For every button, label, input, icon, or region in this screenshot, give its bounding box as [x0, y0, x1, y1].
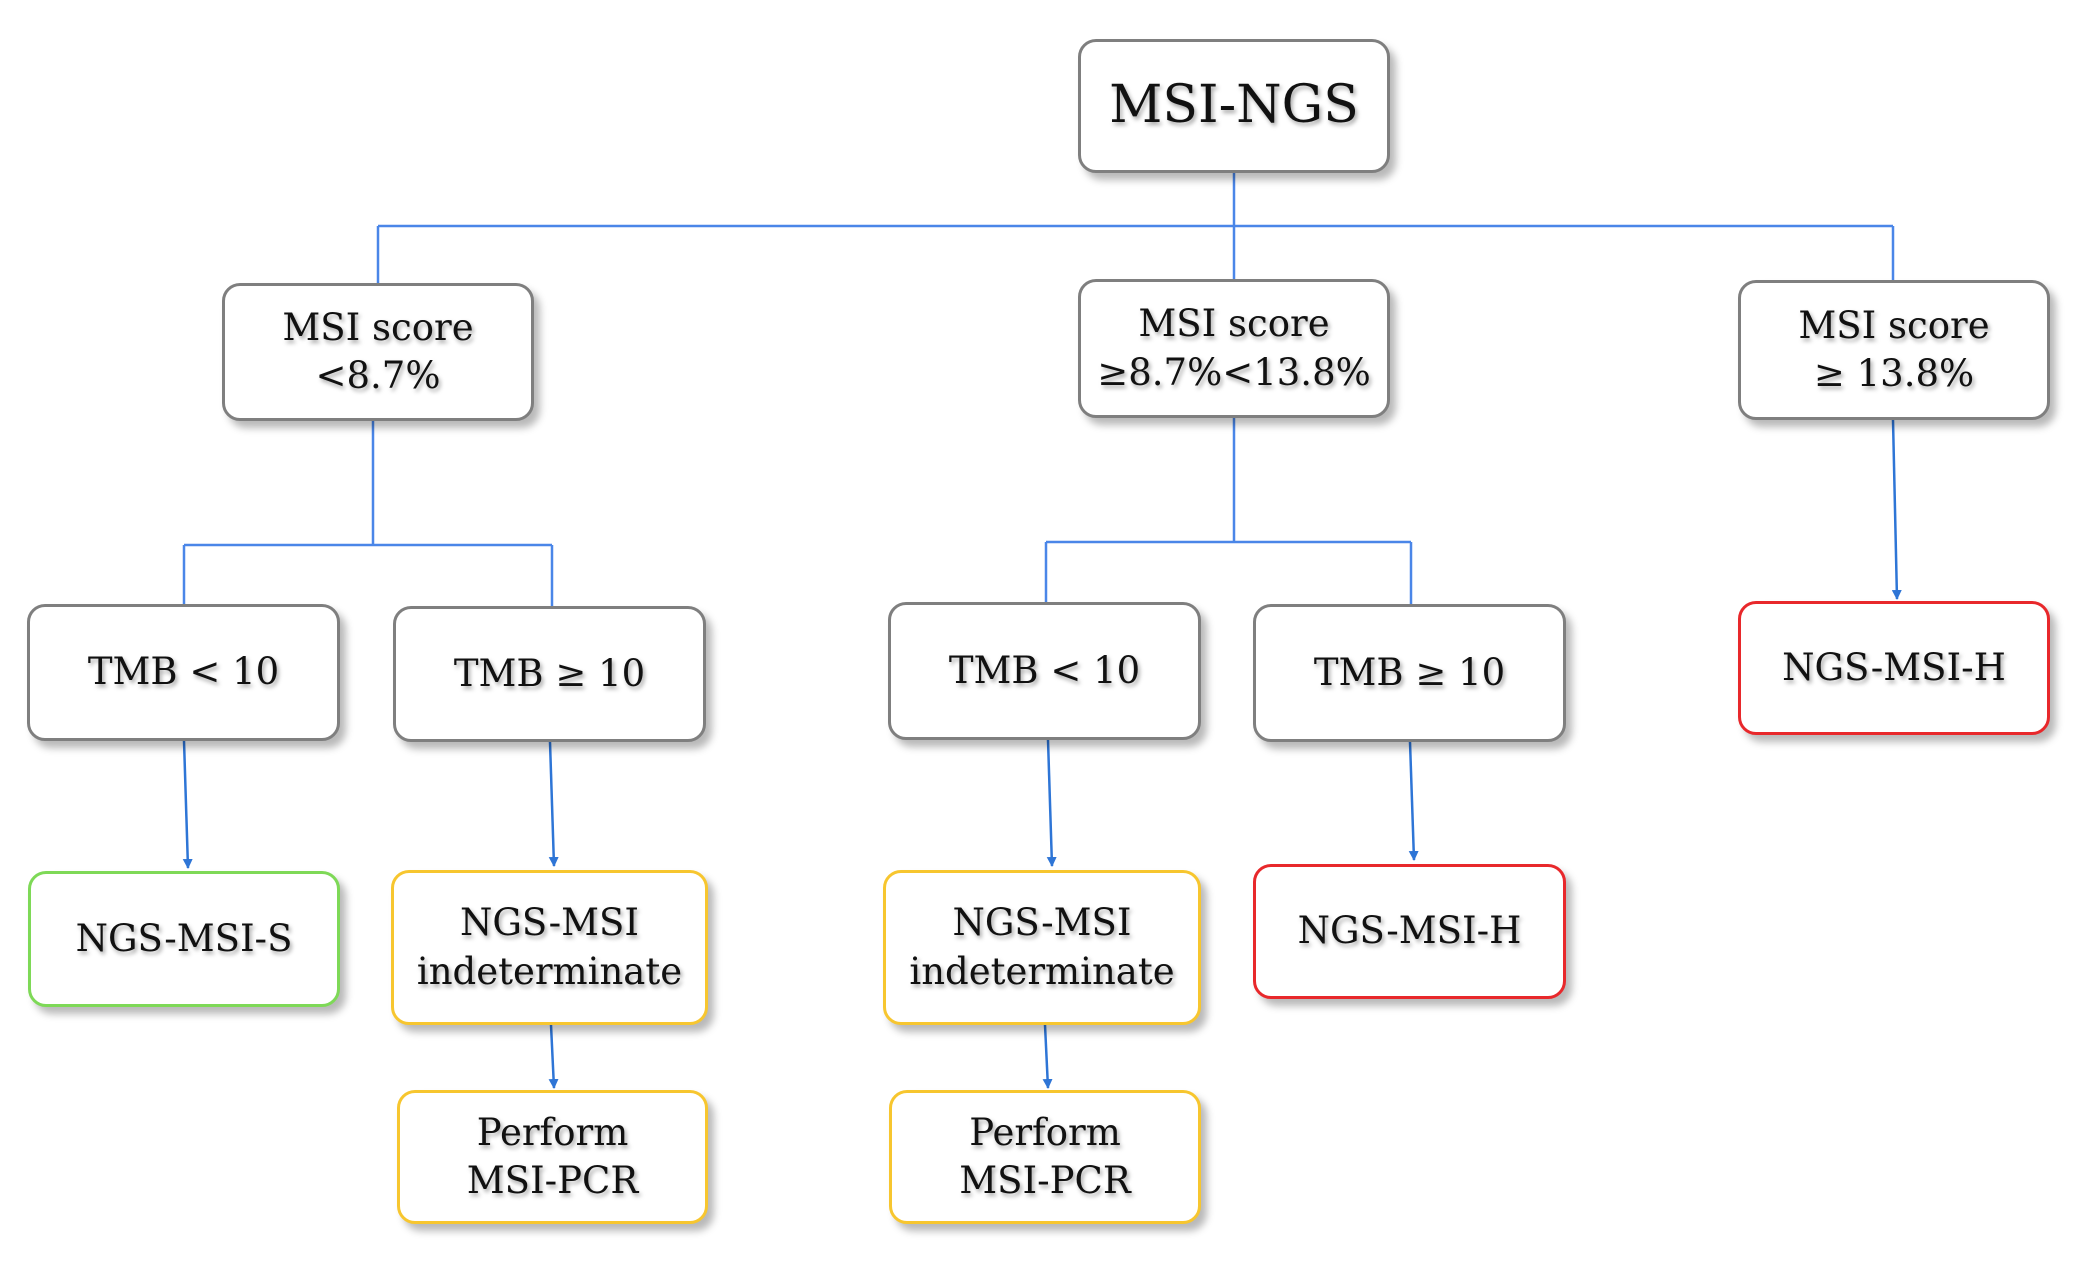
- msi-ngs-root-node: MSI-NGS: [1078, 39, 1390, 173]
- arrow-tmb-low-b-to-indeterminate: [1046, 739, 1057, 867]
- msi-score-high-node: MSI score ≥ 13.8%: [1738, 280, 2050, 420]
- arrow-tmb-low-a-to-msi-s: [182, 740, 193, 869]
- node-label: TMB ≥ 10: [1313, 650, 1506, 694]
- arrow-score-high-to-msi-h: [1891, 419, 1902, 600]
- tmb-high-node-a: TMB ≥ 10: [393, 606, 706, 742]
- ngs-msi-indeterminate-node-b: NGS-MSI indeterminate: [883, 870, 1201, 1025]
- tmb-high-node-b: TMB ≥ 10: [1253, 604, 1566, 742]
- node-label: NGS-MSI-H: [1297, 909, 1522, 953]
- node-label: Perform: [476, 1110, 629, 1154]
- node-threshold: ≥8.7%<13.8%: [1097, 350, 1371, 394]
- ngs-msi-high-node-b: NGS-MSI-H: [1253, 864, 1566, 999]
- tmb-low-node-b: TMB < 10: [888, 602, 1201, 740]
- node-label-secondary: MSI-PCR: [466, 1159, 639, 1202]
- node-label-secondary: indeterminate: [909, 949, 1175, 993]
- node-label: TMB < 10: [87, 650, 280, 694]
- node-label: NGS-MSI-H: [1782, 645, 2006, 689]
- node-label: NGS-MSI-S: [75, 916, 293, 960]
- node-label: TMB ≥ 10: [453, 651, 646, 695]
- node-label: MSI score: [1138, 302, 1330, 346]
- perform-msi-pcr-node-a: Perform MSI-PCR: [397, 1090, 708, 1224]
- node-label: TMB < 10: [948, 648, 1141, 692]
- node-label: MSI-NGS: [1109, 75, 1359, 136]
- arrow-indeterminate-a-to-pcr: [548, 1024, 559, 1089]
- perform-msi-pcr-node-b: Perform MSI-PCR: [889, 1090, 1201, 1224]
- arrow-tmb-high-b-to-msi-h: [1408, 741, 1419, 861]
- node-threshold: ≥ 13.8%: [1813, 352, 1975, 395]
- ngs-msi-high-node-direct: NGS-MSI-H: [1738, 601, 2050, 735]
- msi-score-low-node: MSI score <8.7%: [222, 283, 534, 421]
- node-label: Perform: [969, 1110, 1121, 1154]
- tmb-low-node-a: TMB < 10: [27, 604, 340, 741]
- arrow-tmb-high-a-to-indeterminate: [548, 741, 559, 867]
- node-label: MSI score: [1798, 303, 1990, 347]
- node-threshold: <8.7%: [315, 354, 441, 397]
- node-label: NGS-MSI: [460, 901, 639, 945]
- node-label: NGS-MSI: [952, 901, 1132, 945]
- ngs-msi-indeterminate-node-a: NGS-MSI indeterminate: [391, 870, 708, 1025]
- arrow-indeterminate-b-to-pcr: [1042, 1024, 1053, 1089]
- node-label-secondary: indeterminate: [416, 949, 683, 993]
- node-label-secondary: MSI-PCR: [959, 1159, 1131, 1202]
- msi-score-mid-node: MSI score ≥8.7%<13.8%: [1078, 279, 1390, 418]
- ngs-msi-stable-node: NGS-MSI-S: [28, 871, 340, 1007]
- node-label: MSI score: [282, 305, 474, 349]
